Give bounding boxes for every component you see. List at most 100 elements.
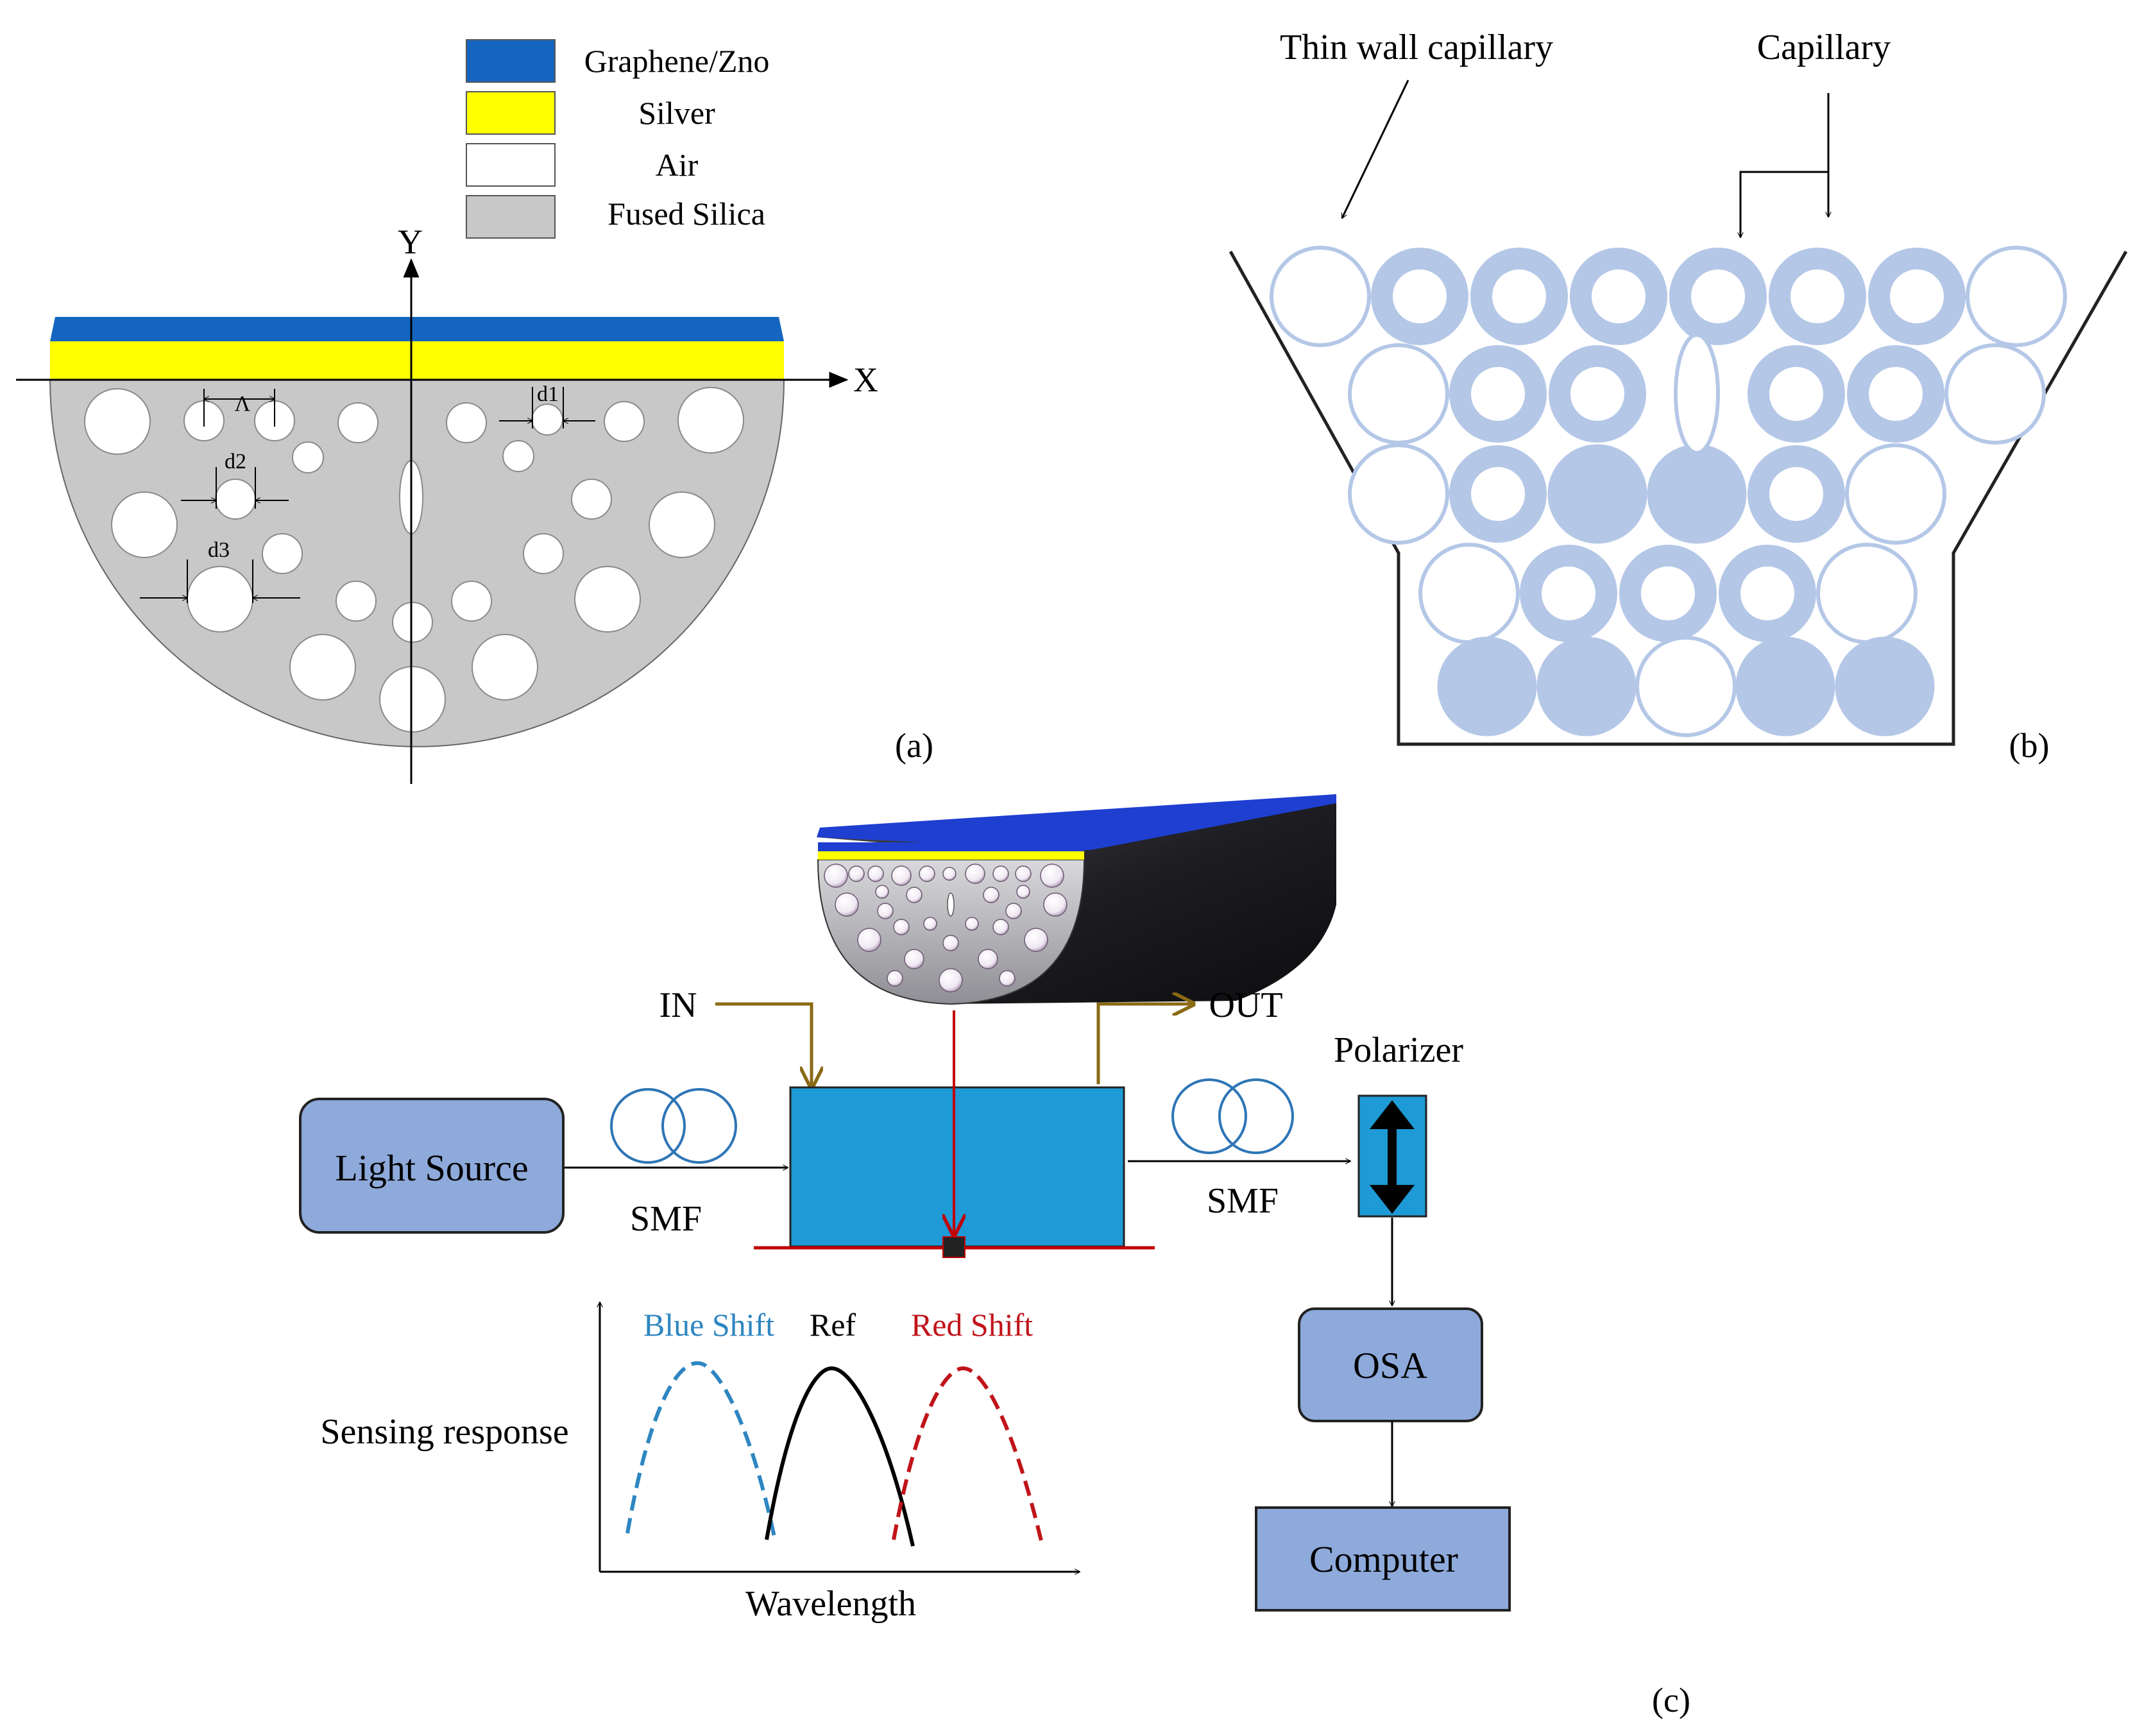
fiber-face-hole (965, 917, 979, 931)
legend-label-graphene: Graphene/Zno (584, 43, 770, 79)
silver-layer (50, 341, 784, 380)
air-hole (502, 440, 534, 472)
panel-b-label: (b) (2009, 726, 2050, 765)
legend-label-silver: Silver (638, 95, 715, 131)
thin-wall-capillary (1944, 343, 2046, 445)
computer-label: Computer (1309, 1538, 1458, 1580)
fiber-face-hole (992, 865, 1009, 882)
air-hole (187, 566, 253, 633)
d2-label: d2 (225, 450, 246, 473)
thin-wall-capillary-label: Thin wall capillary (1280, 28, 1553, 67)
legend-swatch-silver (466, 91, 556, 135)
air-hole (392, 602, 433, 643)
fiber-face-hole (1015, 865, 1032, 882)
capillary-label: Capillary (1757, 28, 1891, 67)
fiber-top-face (817, 794, 1336, 850)
solid-rod (1735, 636, 1835, 736)
d3-label: d3 (208, 538, 230, 562)
fused-silica-half-disk (49, 379, 785, 747)
thin-wall-capillary (1348, 343, 1449, 445)
out-arrow (1096, 1004, 1193, 1084)
thin-wall-capillary (1348, 443, 1449, 545)
air-hole (111, 491, 178, 558)
panel-c-sensing-setup: IN OUT Light Source SMF SMF Polarizer (299, 794, 1690, 1719)
air-hole (84, 388, 151, 455)
fiber-face-hole (983, 887, 999, 903)
response-x-label: Wavelength (745, 1584, 916, 1624)
ref-label: Ref (810, 1307, 856, 1343)
fiber-face-hole (867, 865, 884, 882)
panel-c-label: (c) (1652, 1681, 1690, 1719)
capillary (1748, 445, 1845, 543)
fiber-face-holes (824, 864, 1068, 992)
smf-right-coil-2 (1218, 1078, 1294, 1154)
polarizer-label: Polarizer (1334, 1030, 1463, 1070)
air-hole (523, 533, 564, 574)
air-hole (379, 666, 446, 733)
response-y-label: Sensing response (320, 1412, 568, 1452)
legend-swatch-graphene (466, 39, 556, 83)
d-shaped-fiber-3d (817, 794, 1336, 1005)
fiber-face-hole (992, 919, 1009, 935)
osa-box (1298, 1307, 1483, 1422)
fiber-face-hole (1016, 885, 1030, 899)
capillary (1868, 248, 1966, 345)
fiber-face-hole (923, 917, 937, 931)
solid-rod (1437, 636, 1537, 736)
fiber-face-elliptical-hole (947, 892, 955, 917)
air-hole (289, 634, 356, 701)
smf-left-coil-1 (610, 1088, 686, 1164)
smf-right-coil-1 (1171, 1078, 1247, 1154)
fiber-front-silver (818, 851, 1084, 860)
solid-rod (1835, 636, 1935, 736)
thin-wall-capillary (1845, 443, 1946, 545)
light-source-box (299, 1098, 565, 1234)
capillary (1449, 345, 1547, 443)
capillary (1719, 545, 1816, 642)
osa-label: OSA (1353, 1345, 1427, 1386)
graphene-zno-layer (50, 317, 784, 341)
air-hole (262, 533, 303, 574)
detector-square (942, 1236, 965, 1258)
smf-left-label: SMF (630, 1199, 702, 1239)
thin-wall-capillary (1816, 543, 1918, 644)
thin-wall-capillary (1966, 246, 2067, 347)
air-hole (451, 581, 492, 622)
pitch-dimension (203, 389, 275, 427)
fiber-face-hole (1005, 903, 1022, 919)
legend-label-air: Air (656, 147, 699, 183)
fiber-face-hole (904, 949, 924, 969)
solid-rod (1536, 636, 1637, 736)
smf-left-coil-2 (661, 1088, 737, 1164)
air-hole (574, 566, 641, 633)
capillary (1619, 545, 1717, 642)
fiber-face-hole (848, 865, 865, 882)
fiber-face-hole (824, 864, 848, 888)
fiber-face-hole (893, 919, 910, 935)
fiber-face-hole (857, 928, 881, 952)
red-shift-label: Red Shift (911, 1307, 1033, 1343)
fiber-face-hole (906, 887, 923, 903)
pitch-label: Λ (235, 392, 251, 416)
air-hole (446, 402, 487, 443)
d1-label: d1 (537, 382, 559, 406)
legend-swatch-silica (466, 195, 556, 239)
fiber-face-hole (942, 935, 959, 951)
fiber-face-hole (1040, 864, 1064, 888)
legend: Graphene/Zno Silver Air Fused Silica (466, 39, 770, 239)
air-hole (677, 387, 744, 454)
fiber-face-hole (1043, 892, 1068, 917)
fiber-face-hole (875, 885, 889, 899)
air-hole (531, 404, 563, 436)
d1-dimension (499, 387, 595, 429)
red-shift-curve (892, 1366, 1044, 1547)
light-source-label: Light Source (335, 1147, 528, 1189)
legend-swatch-air (466, 143, 556, 187)
panel-a-fiber-cross-section: Graphene/Zno Silver Air Fused Silica (16, 39, 933, 784)
capillary (1470, 248, 1568, 345)
ref-curve (765, 1366, 915, 1547)
fiber-face-hole (887, 970, 903, 987)
capillary (1769, 248, 1866, 345)
d2-dimension (181, 467, 289, 509)
